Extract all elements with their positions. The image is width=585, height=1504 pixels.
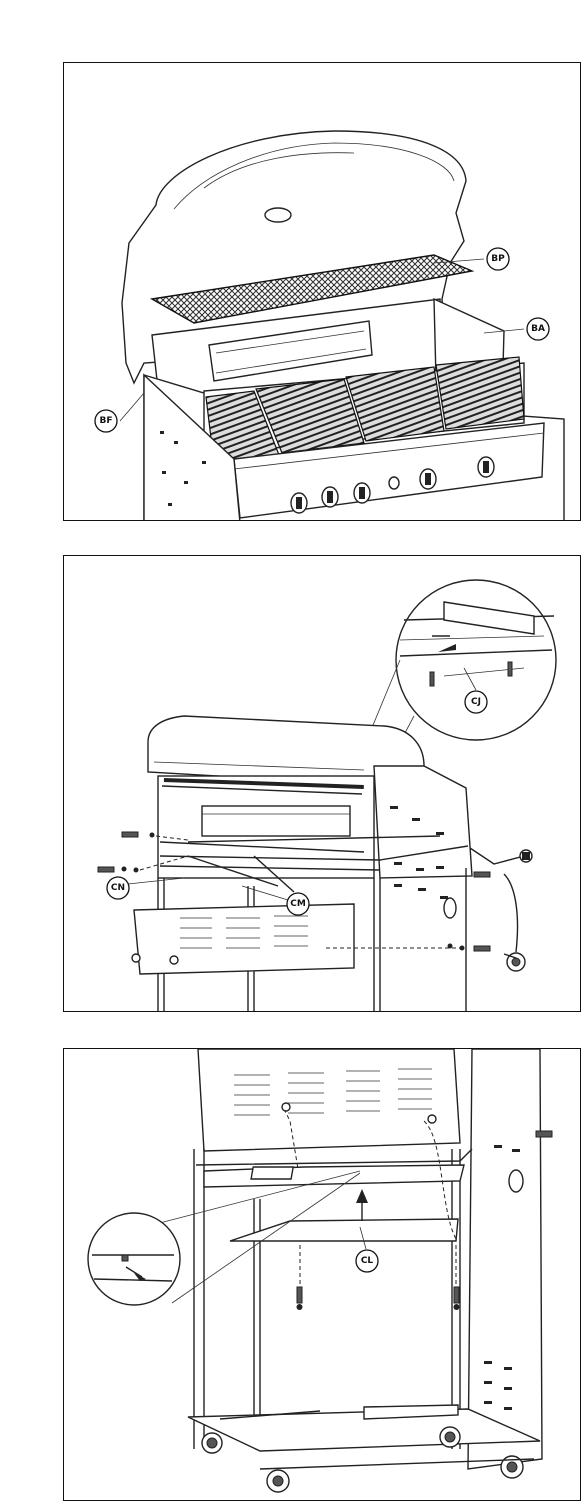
- callout-ba: BA: [527, 318, 549, 340]
- callout-cn: CN: [107, 877, 129, 899]
- grill-diagram-1: BP BA BF: [64, 63, 581, 521]
- callout-cj-label: CJ: [471, 697, 481, 707]
- cooking-grate-4: [436, 357, 524, 429]
- callout-cj: CJ: [465, 691, 487, 713]
- callout-ba-label: BA: [531, 324, 545, 334]
- callout-bf: BF: [95, 410, 117, 432]
- callout-bp-label: BP: [491, 254, 505, 264]
- step-panel-3-cart-shelf: CL: [63, 1048, 581, 1501]
- grill-diagram-2: CJ: [64, 556, 581, 1012]
- callout-cm: CM: [287, 893, 309, 915]
- shelf-lift-arrow: [356, 1189, 368, 1203]
- installed-front-shroud: [198, 1049, 460, 1151]
- bottom-shelf: [230, 1219, 458, 1241]
- gas-regulator-hose: [470, 848, 532, 971]
- detail-inset: [396, 580, 556, 740]
- lid-logo-badge: [265, 208, 291, 222]
- right-side-panel: [374, 766, 472, 878]
- detail-inset: [88, 1213, 180, 1305]
- front-shroud-panel: [134, 904, 354, 974]
- step-panel-1-grill-lid-open: BP BA BF: [63, 62, 581, 521]
- callout-bp: BP: [487, 248, 509, 270]
- callout-cm-label: CM: [290, 899, 306, 909]
- step-panel-2-front-shroud: CJ: [63, 555, 581, 1012]
- callout-cl-label: CL: [361, 1256, 374, 1266]
- callout-bf-label: BF: [99, 416, 112, 426]
- tank-holder-knob: [509, 1170, 523, 1192]
- grill-diagram-3: CL: [64, 1049, 581, 1501]
- upper-tray: [204, 1165, 464, 1187]
- callout-cn-label: CN: [111, 883, 125, 893]
- burner-box: [202, 806, 350, 836]
- screws-left: [98, 832, 155, 873]
- callout-cl: CL: [356, 1250, 378, 1272]
- cart-right-side-panel: [468, 1049, 542, 1469]
